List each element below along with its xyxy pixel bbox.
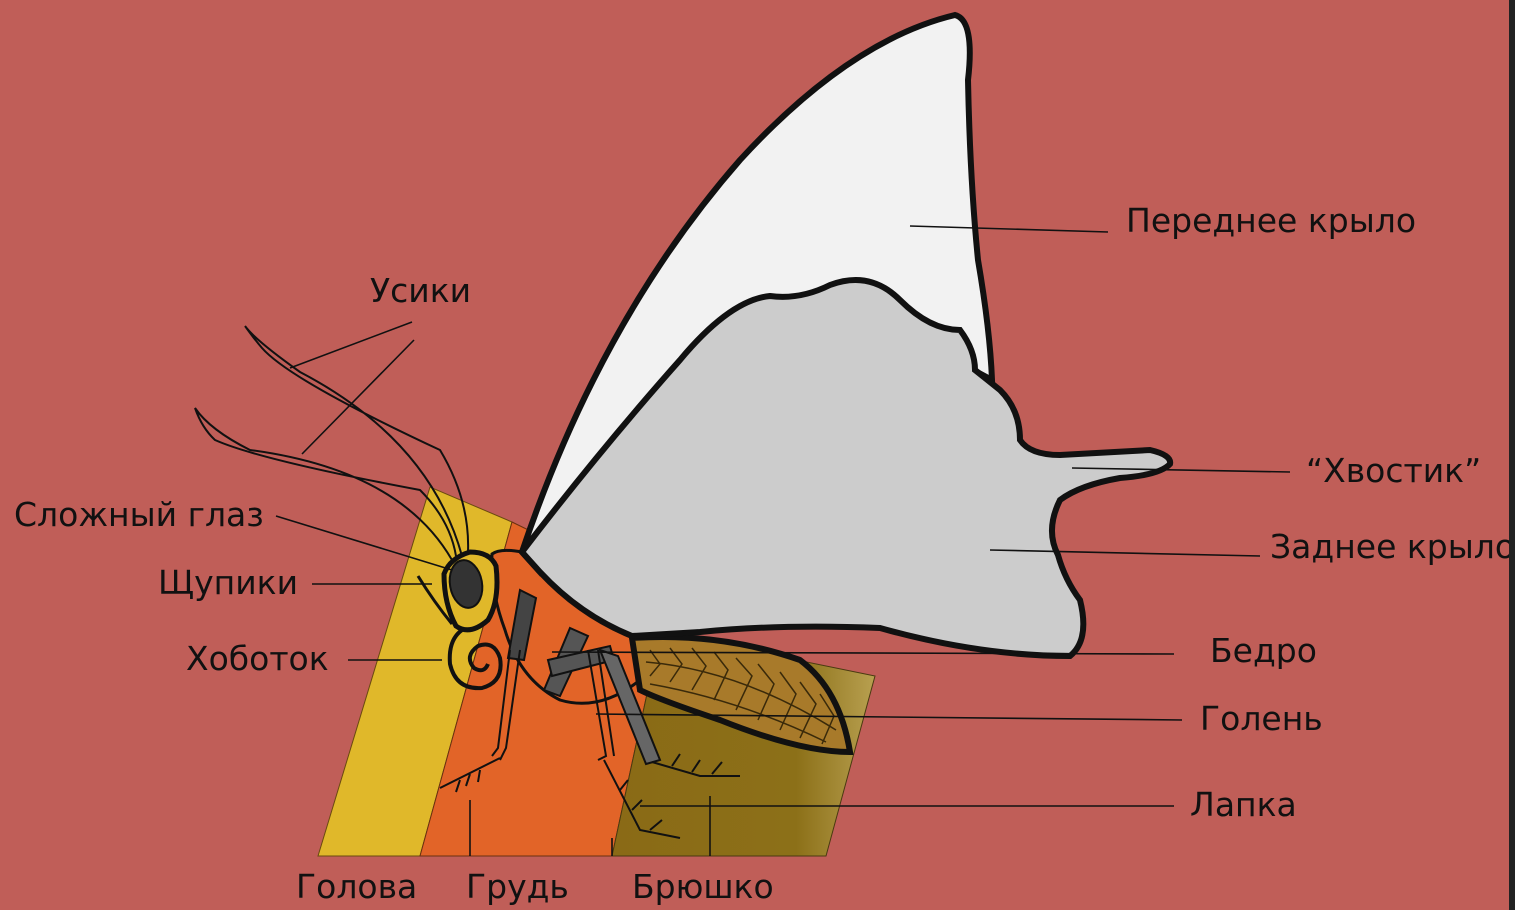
label-tibia: Голень xyxy=(1200,702,1323,735)
label-femur: Бедро xyxy=(1210,634,1317,667)
right-edge-border xyxy=(1509,0,1515,910)
label-abdomen: Брюшко xyxy=(632,870,774,903)
label-compound-eye: Сложный глаз xyxy=(14,498,264,531)
label-hindwing: Заднее крыло xyxy=(1270,530,1515,563)
label-forewing: Переднее крыло xyxy=(1126,204,1416,237)
label-thorax: Грудь xyxy=(466,870,569,903)
label-proboscis: Хоботок xyxy=(186,642,329,675)
label-tail: “Хвостик” xyxy=(1306,454,1481,487)
label-tarsus: Лапка xyxy=(1190,788,1297,821)
label-head: Голова xyxy=(296,870,417,903)
label-palps: Щупики xyxy=(158,566,298,599)
label-antennae: Усики xyxy=(370,274,471,307)
